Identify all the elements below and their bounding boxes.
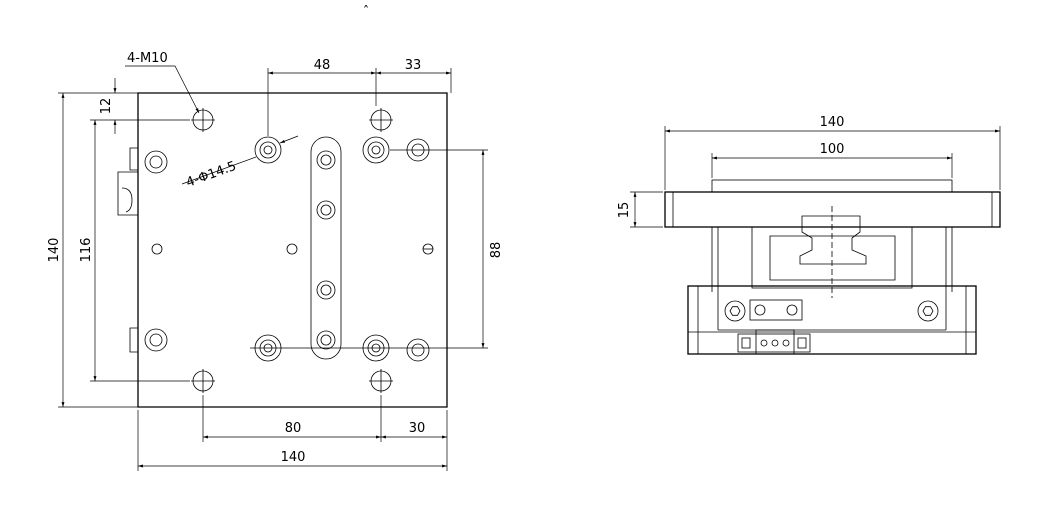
dim-text-116: 116 xyxy=(79,238,94,263)
caret-mark: ˆ xyxy=(363,5,370,20)
side-body xyxy=(711,227,953,331)
small-holes xyxy=(151,243,434,255)
extension-lines xyxy=(58,68,488,471)
left-lug-lower xyxy=(129,327,138,353)
side-connector-upper xyxy=(749,299,803,321)
dim-text-33: 33 xyxy=(405,58,422,73)
top-view: 4-M10 48 33 12 140 116 88 4-Φ14.5 80 30 … xyxy=(47,51,504,471)
side-connector-lower xyxy=(737,333,811,353)
dim-text-140-vertical: 140 xyxy=(47,238,62,263)
dim-text-80: 80 xyxy=(285,421,302,436)
left-lug-side-bracket xyxy=(117,171,138,216)
side-raised-strip xyxy=(711,179,953,193)
side-top-plate xyxy=(664,191,1001,228)
callout-4-phi14-5: 4-Φ14.5 xyxy=(184,159,238,191)
side-dim-text-140: 140 xyxy=(820,115,845,130)
top-plate-outline xyxy=(137,92,448,408)
bore-holes xyxy=(254,136,390,362)
dim-text-48: 48 xyxy=(314,58,331,73)
dim-text-88: 88 xyxy=(489,242,504,259)
side-base xyxy=(687,285,977,355)
left-lug-upper xyxy=(129,147,138,171)
side-hex-screws xyxy=(724,300,939,322)
side-dim-text-15: 15 xyxy=(617,202,632,219)
leader-bore xyxy=(181,156,257,185)
slot-screws xyxy=(316,150,336,350)
dim-text-30: 30 xyxy=(409,421,426,436)
callout-4-m10: 4-M10 xyxy=(127,51,168,66)
center-slot xyxy=(310,136,342,360)
side-dim-text-100: 100 xyxy=(820,142,845,157)
dim-text-12: 12 xyxy=(99,98,114,115)
side-rail-profile xyxy=(799,215,867,265)
leader-bore-arrow xyxy=(279,135,299,144)
side-view: 140 100 15 xyxy=(617,115,1001,355)
dim-text-140-horizontal: 140 xyxy=(281,450,306,465)
tapped-holes xyxy=(191,108,393,393)
leader-m10 xyxy=(125,65,200,114)
